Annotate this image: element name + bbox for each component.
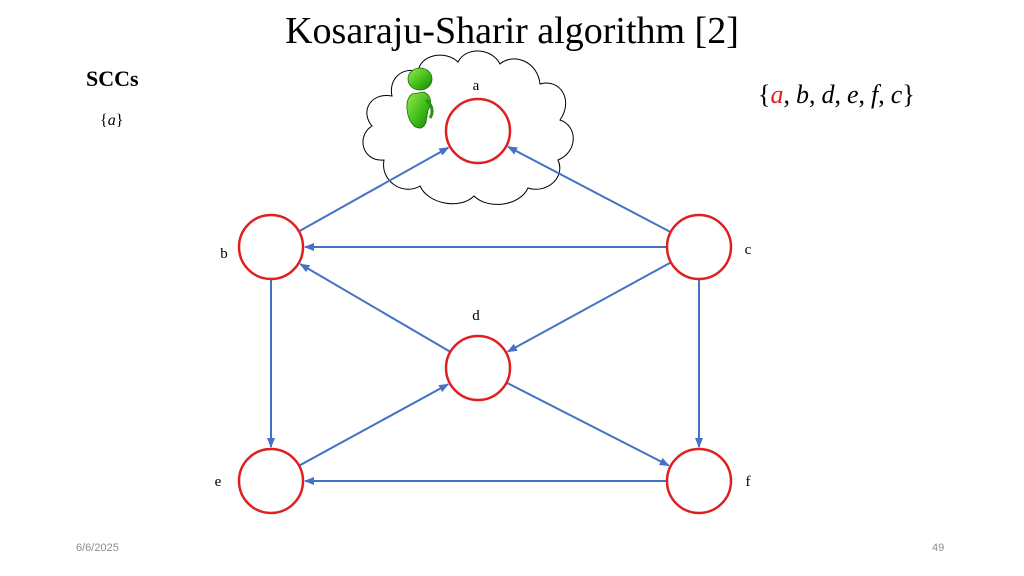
order-item-a: a (770, 80, 784, 109)
node-b (237, 213, 305, 281)
edge-b-to-a (299, 146, 450, 232)
edge-e-to-d (299, 383, 450, 467)
node-f (665, 447, 733, 515)
node-label-d: d (472, 308, 480, 324)
node-label-c: c (745, 242, 752, 258)
edge-c-to-d (506, 261, 671, 353)
footer-date: 6/6/2025 (76, 542, 119, 554)
slide-title: Kosaraju-Sharir algorithm [2] (285, 10, 739, 52)
edge-c-to-a (507, 145, 671, 233)
edges-group (267, 145, 703, 485)
order-item-f: f (871, 80, 879, 109)
scc-set: {a} (100, 112, 124, 129)
node-e (237, 447, 305, 515)
nodes-group: a b c d e f (215, 78, 752, 515)
person-icon (406, 67, 434, 129)
order-item-d: d (821, 80, 835, 109)
node-label-f: f (746, 474, 751, 490)
page-number: 49 (932, 542, 945, 554)
edge-d-to-f (506, 382, 670, 467)
node-d (444, 334, 512, 402)
node-label-b: b (220, 246, 228, 262)
sccs-label: SCCs (86, 66, 139, 91)
order-item-e: e (846, 80, 859, 109)
finish-order: {a,b,d,e,f,c} (758, 80, 915, 109)
node-c (665, 213, 733, 281)
node-a (444, 97, 512, 165)
edge-d-to-b (299, 263, 451, 353)
sccs-list: {a} (100, 112, 123, 130)
node-label-e: e (215, 474, 222, 490)
node-label-a: a (473, 78, 480, 94)
order-item-b: b (795, 80, 809, 109)
order-item-c: c (890, 80, 903, 109)
